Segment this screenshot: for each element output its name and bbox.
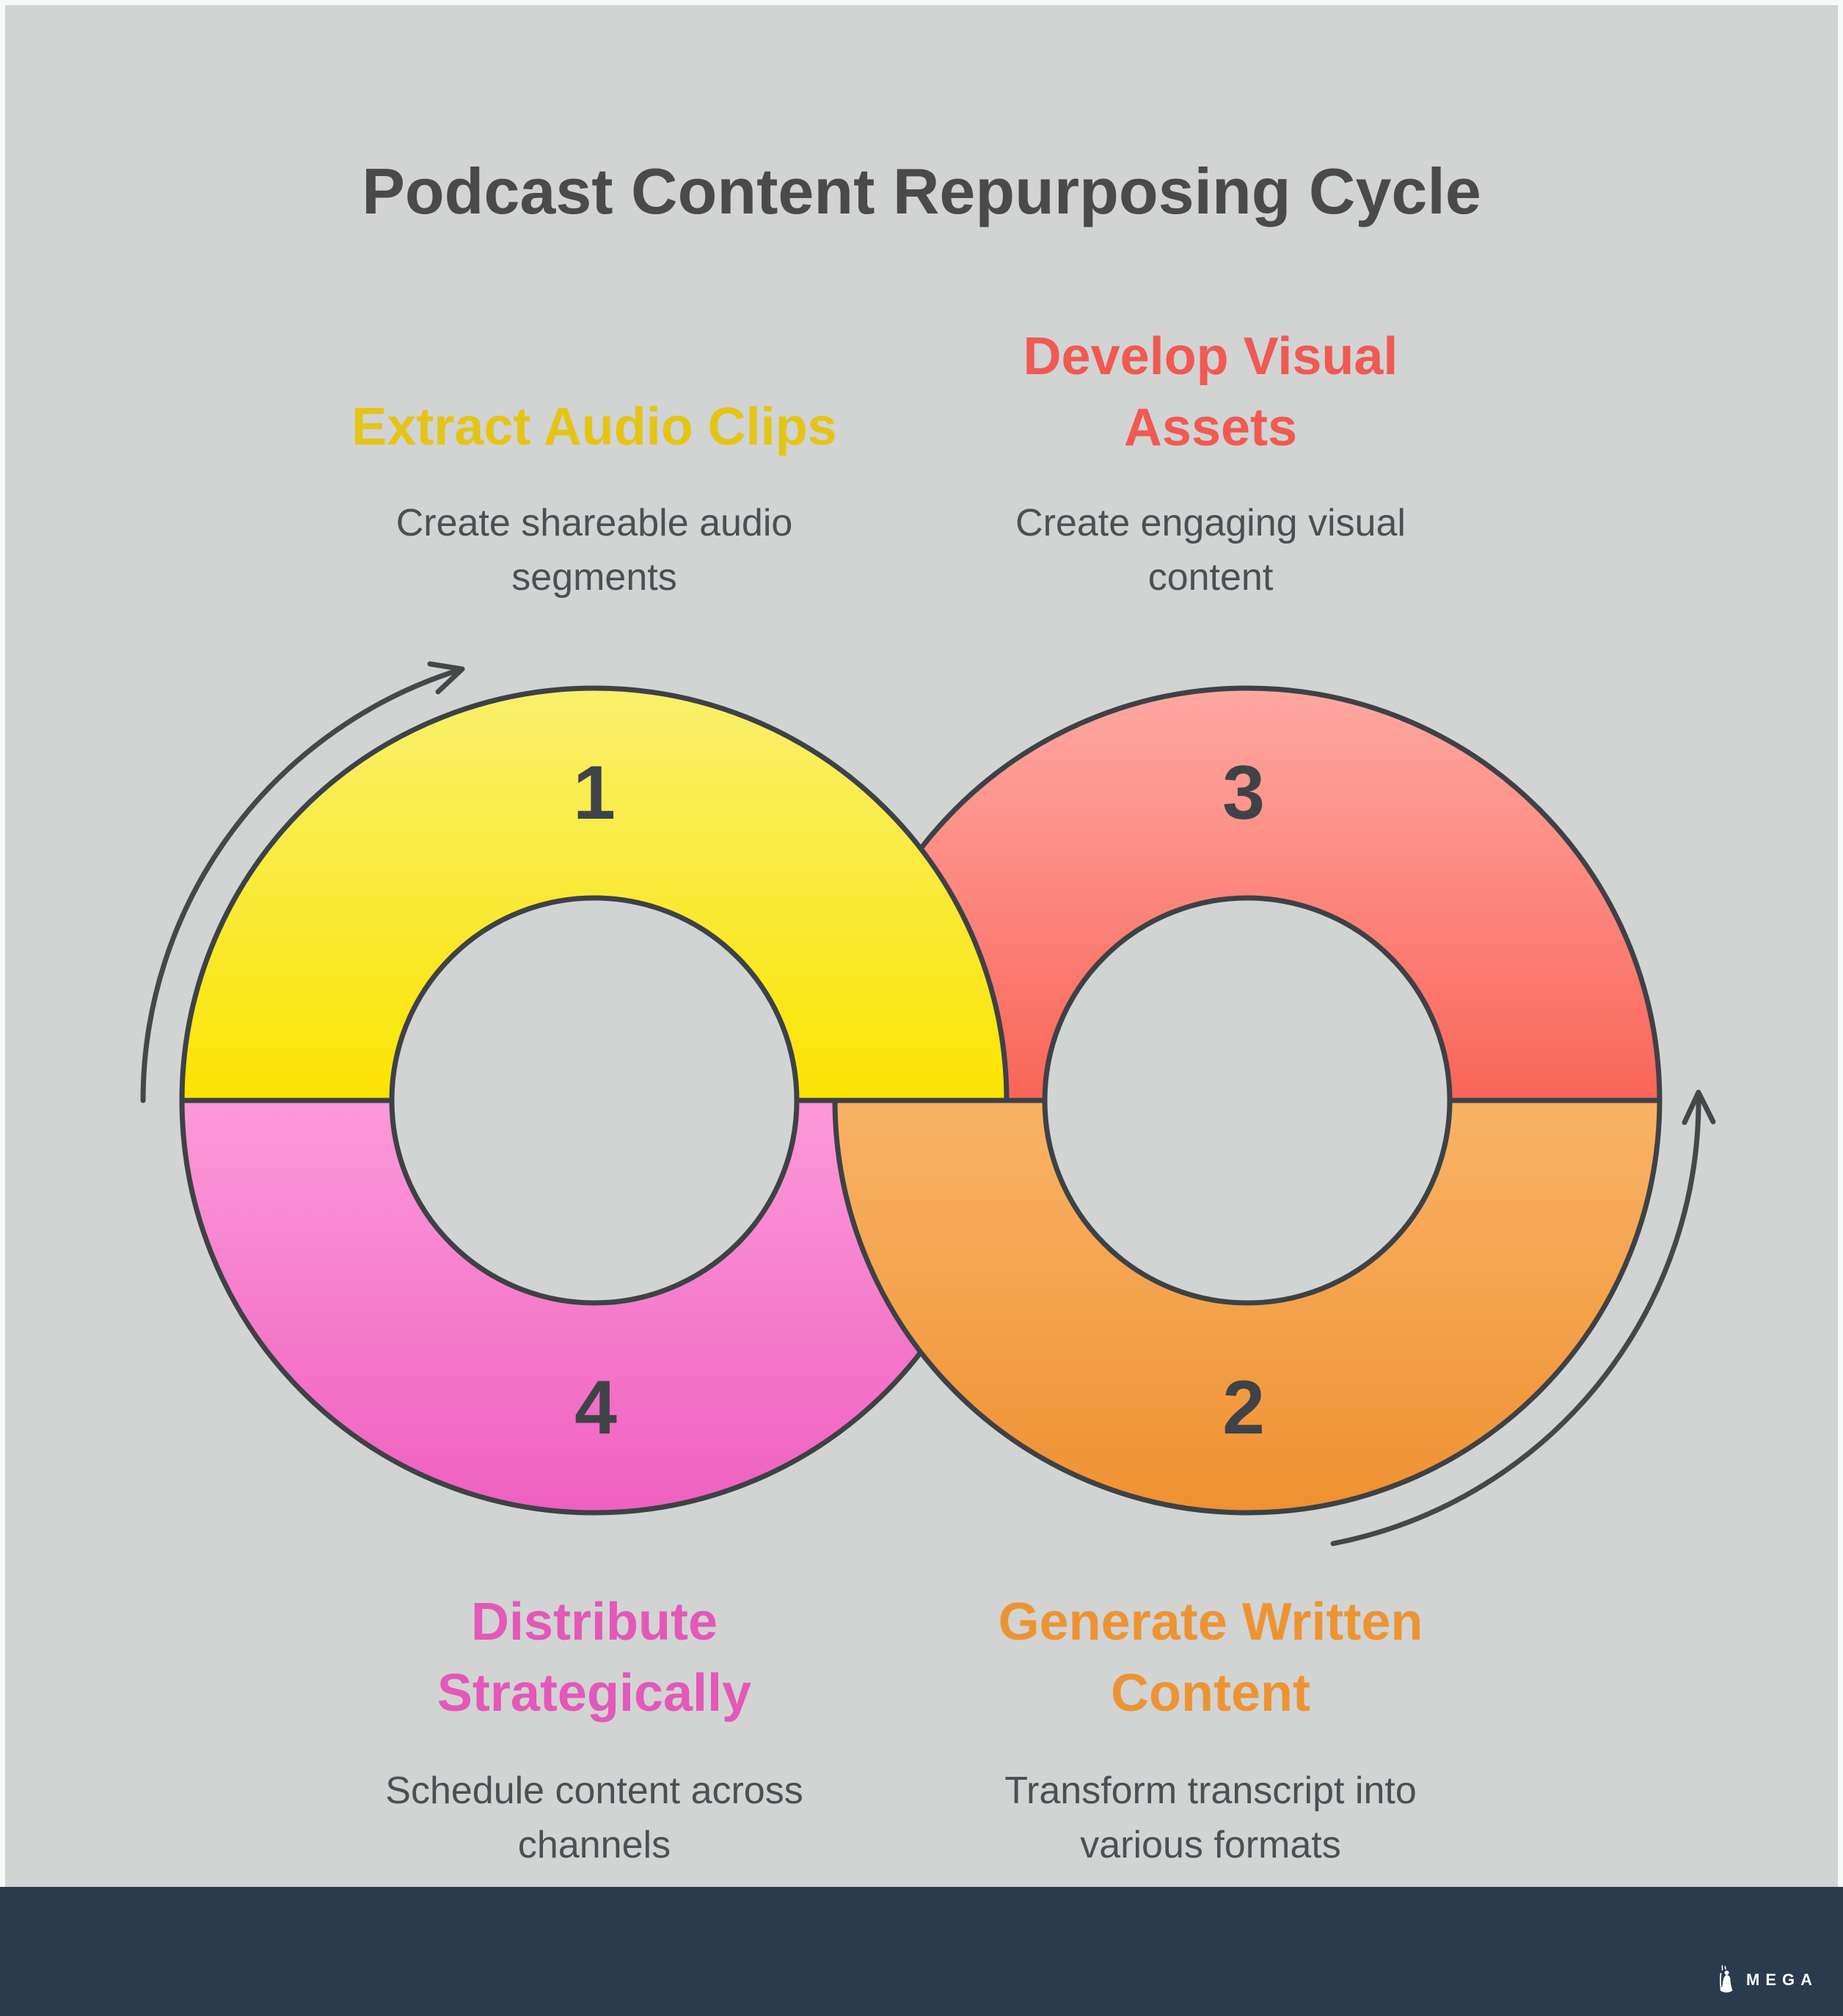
segment-2-orange — [832, 1098, 1663, 1516]
step-3-heading: Develop Visual Assets — [873, 321, 1548, 464]
cycle-arrow-bottom-right — [1330, 1089, 1716, 1546]
page-title: Podcast Content Repurposing Cycle — [362, 155, 1481, 227]
step-4-description: Schedule content across channels — [257, 1764, 932, 1872]
step-2-heading-line: Content — [1111, 1664, 1310, 1723]
step-2-description-line: Transform transcript into — [1004, 1770, 1417, 1812]
step-2-description: Transform transcript into various format… — [873, 1764, 1548, 1872]
step-2-heading-line: Generate Written — [998, 1593, 1423, 1651]
step-2-heading: Generate Written Content — [873, 1587, 1548, 1729]
step-3-heading-line: Develop Visual — [1023, 327, 1398, 386]
step-1-description-line: segments — [511, 556, 677, 599]
step-3-heading-line: Assets — [1123, 398, 1298, 457]
segment-3-red — [832, 685, 1663, 1103]
step-4-heading-line: Strategically — [437, 1664, 752, 1723]
mega-wizard-icon — [1720, 1965, 1733, 1993]
step-4-description-line: channels — [517, 1824, 671, 1866]
step-4-heading-line: Distribute — [470, 1593, 718, 1651]
step-1-number: 1 — [573, 750, 616, 836]
step-1-heading: Extract Audio Clips — [257, 392, 932, 463]
step-3-number: 3 — [1222, 750, 1265, 836]
mega-logo: MEGA — [1717, 1965, 1818, 1995]
footer-bar: MEGA — [0, 1887, 1843, 2016]
step-1-description-line: Create shareable audio — [395, 502, 793, 544]
step-4-number: 4 — [574, 1365, 617, 1450]
segment-1-yellow — [179, 685, 1010, 1103]
step-3-description-line: content — [1147, 556, 1274, 599]
step-2-description-line: various formats — [1080, 1824, 1341, 1866]
step-1-heading-line: Extract Audio Clips — [351, 398, 837, 456]
brand-name: MEGA — [1746, 1971, 1818, 1989]
step-1-description: Create shareable audio segments — [257, 496, 932, 605]
step-3-description: Create engaging visual content — [873, 496, 1548, 605]
step-3-description-line: Create engaging visual — [1015, 502, 1406, 544]
cycle-arrow-top-left — [140, 661, 465, 1103]
step-4-heading: Distribute Strategically — [257, 1587, 932, 1729]
step-2-number: 2 — [1222, 1365, 1265, 1450]
step-4-description-line: Schedule content across — [385, 1770, 803, 1812]
